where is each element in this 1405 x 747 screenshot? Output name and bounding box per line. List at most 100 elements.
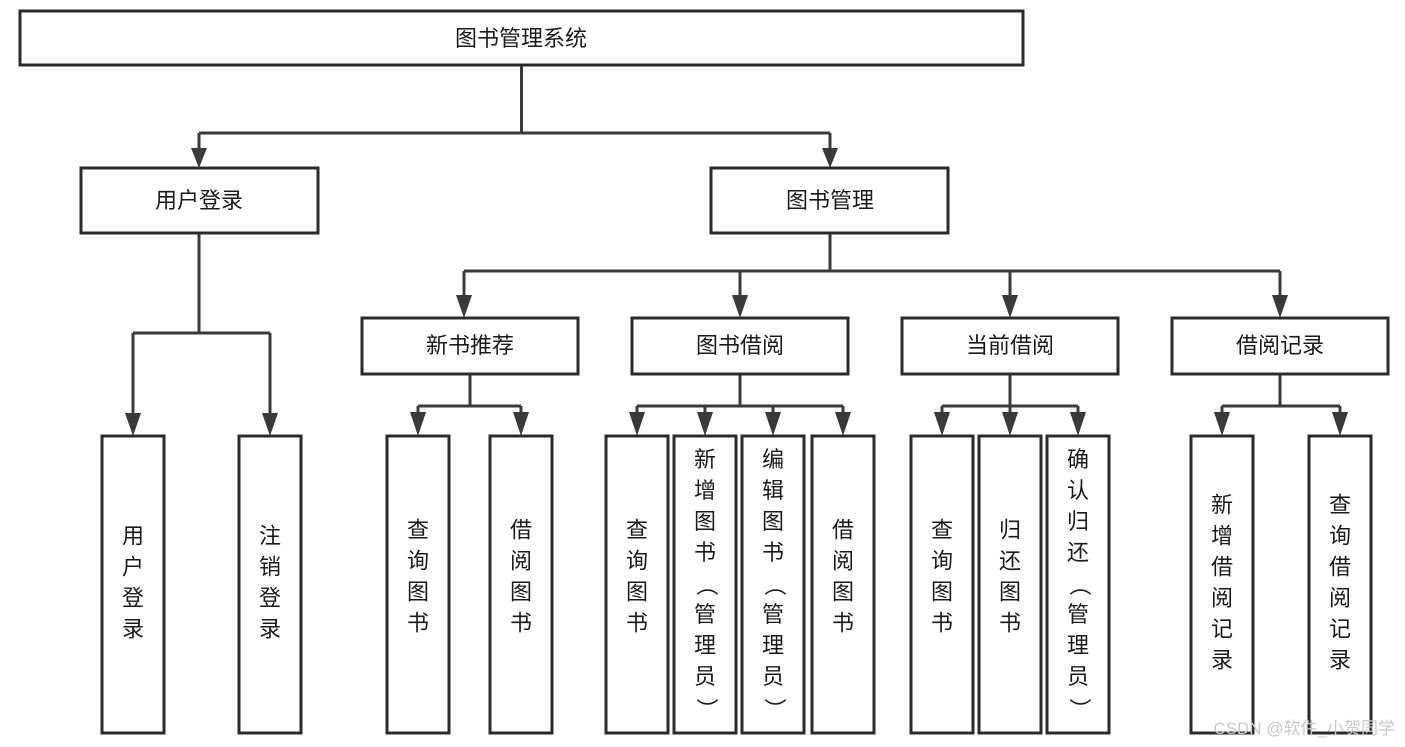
node-leaf-query-book-3-label-char-1: 询: [931, 548, 953, 573]
node-new-book-recommend-box[interactable]: [360, 316, 580, 376]
arrowhead-user-login: [191, 148, 207, 168]
node-leaf-borrow-book-2-label-char-2: 图: [832, 579, 854, 604]
node-book-borrow[interactable]: 图书借阅: [630, 316, 850, 376]
node-leaf-return-book-label-char-0: 归: [999, 517, 1021, 542]
node-leaf-query-book-2-label-char-3: 书: [626, 610, 648, 635]
node-leaf-add-record-box[interactable]: [1189, 434, 1255, 735]
arrowhead-book-borrow: [732, 295, 748, 318]
arrowhead-leaf-query-book-3: [934, 412, 950, 436]
node-root-box[interactable]: [18, 9, 1025, 67]
node-leaf-borrow-book-2-box[interactable]: [810, 434, 876, 735]
node-leaf-borrow-book-2-label-char-1: 阅: [832, 548, 854, 573]
arrowhead-book-manage: [822, 148, 838, 168]
node-leaf-user-login-label-char-3: 录: [122, 616, 144, 641]
node-current-borrow-box[interactable]: [900, 316, 1120, 376]
node-root-label: 图书管理系统: [455, 26, 587, 51]
node-user-login-box[interactable]: [79, 166, 320, 235]
node-leaf-query-book-3-label-char-2: 图: [931, 579, 953, 604]
arrowhead-leaf-add-book: [697, 412, 713, 436]
node-leaf-confirm-return-label-char-6: 理: [1067, 633, 1089, 658]
node-new-book-recommend[interactable]: 新书推荐: [360, 316, 580, 376]
arrowhead-leaf-logout: [262, 413, 278, 436]
node-book-manage-label: 图书管理: [786, 188, 874, 213]
node-leaf-confirm-return-box[interactable]: [1045, 434, 1111, 735]
node-leaf-query-book-2-label-char-0: 查: [626, 517, 648, 542]
node-leaf-user-login-box[interactable]: [100, 434, 166, 735]
node-leaf-borrow-book-1-label-char-3: 书: [510, 610, 532, 635]
node-book-manage-box[interactable]: [709, 166, 950, 235]
node-book-manage[interactable]: 图书管理: [709, 166, 950, 235]
node-user-login[interactable]: 用户登录: [79, 166, 320, 235]
watermark-label: CSDN @软件_小贺同学: [1213, 719, 1395, 738]
node-leaf-edit-book-label-char-7: 员: [762, 664, 784, 689]
node-leaf-add-record-label-char-2: 借: [1211, 554, 1233, 579]
node-leaf-user-login[interactable]: 用户登录: [100, 434, 166, 735]
node-leaf-logout-label-char-2: 登: [259, 585, 281, 610]
node-leaf-add-record-label-char-1: 增: [1211, 523, 1233, 548]
node-leaf-add-book-label-char-8: ）: [694, 698, 719, 720]
node-current-borrow[interactable]: 当前借阅: [900, 316, 1120, 376]
node-leaf-edit-book-box[interactable]: [740, 434, 806, 735]
arrowhead-current-borrow: [1002, 295, 1018, 318]
node-root[interactable]: 图书管理系统: [18, 9, 1025, 67]
node-leaf-borrow-book-1-label-char-1: 阅: [510, 548, 532, 573]
node-leaf-add-book-label-char-4: （: [694, 574, 719, 596]
arrowhead-leaf-borrow-book-1: [513, 412, 529, 436]
node-leaf-return-book-label-char-3: 书: [999, 610, 1021, 635]
node-leaf-edit-book-label-char-6: 理: [762, 633, 784, 658]
arrowhead-leaf-user-login: [125, 413, 141, 436]
node-borrow-record[interactable]: 借阅记录: [1170, 316, 1390, 376]
node-leaf-query-record-label-char-0: 查: [1329, 492, 1351, 517]
node-leaf-query-book-3-box[interactable]: [909, 434, 975, 735]
node-leaf-borrow-book-1-label-char-2: 图: [510, 579, 532, 604]
node-book-borrow-box[interactable]: [630, 316, 850, 376]
node-leaf-confirm-return-label-char-0: 确: [1067, 447, 1089, 472]
arrowhead-leaf-query-book-2: [629, 412, 645, 436]
node-leaf-return-book-box[interactable]: [977, 434, 1043, 735]
node-leaf-edit-book-label-char-2: 图: [762, 509, 784, 534]
node-leaf-query-book-2-box[interactable]: [604, 434, 670, 735]
node-leaf-add-book-label-char-6: 理: [694, 633, 716, 658]
node-book-borrow-label: 图书借阅: [696, 333, 784, 358]
node-leaf-logout-label-char-1: 销: [259, 554, 281, 579]
node-leaf-query-book-1-label-char-3: 书: [407, 610, 429, 635]
node-leaf-add-book-label-char-2: 图: [694, 509, 716, 534]
node-leaf-add-book-label-char-3: 书: [694, 540, 716, 565]
node-leaf-query-record-label-char-5: 录: [1329, 647, 1351, 672]
node-leaf-query-record-box[interactable]: [1307, 434, 1373, 735]
node-leaf-confirm-return-label-char-4: （: [1067, 574, 1092, 596]
node-leaf-user-login-label-char-0: 用: [122, 523, 144, 548]
node-leaf-add-book-box[interactable]: [672, 434, 738, 735]
node-leaf-query-book-2-label-char-2: 图: [626, 579, 648, 604]
node-leaf-borrow-book-1-box[interactable]: [488, 434, 554, 735]
node-leaf-borrow-book-1-label-char-0: 借: [510, 517, 532, 542]
node-leaf-confirm-return-label-char-2: 归: [1067, 509, 1089, 534]
node-leaf-logout-box[interactable]: [237, 434, 303, 735]
node-leaf-add-record-label-char-0: 新: [1211, 492, 1233, 517]
node-leaf-confirm-return-label-char-5: 管: [1067, 602, 1089, 627]
node-leaf-query-book-1-box[interactable]: [385, 434, 451, 735]
node-leaf-return-book-label-char-2: 图: [999, 579, 1021, 604]
node-borrow-record-label: 借阅记录: [1236, 333, 1324, 358]
node-leaf-edit-book-label-char-5: 管: [762, 602, 784, 627]
node-leaf-edit-book-label-char-3: 书: [762, 540, 784, 565]
arrowhead-leaf-borrow-book-2: [835, 412, 851, 436]
node-leaf-add-book-label-char-5: 管: [694, 602, 716, 627]
arrowhead-leaf-confirm-return: [1070, 412, 1086, 436]
node-leaf-confirm-return-label-char-3: 还: [1067, 540, 1089, 565]
node-borrow-record-box[interactable]: [1170, 316, 1390, 376]
arrowhead-leaf-query-book-1: [410, 412, 426, 436]
